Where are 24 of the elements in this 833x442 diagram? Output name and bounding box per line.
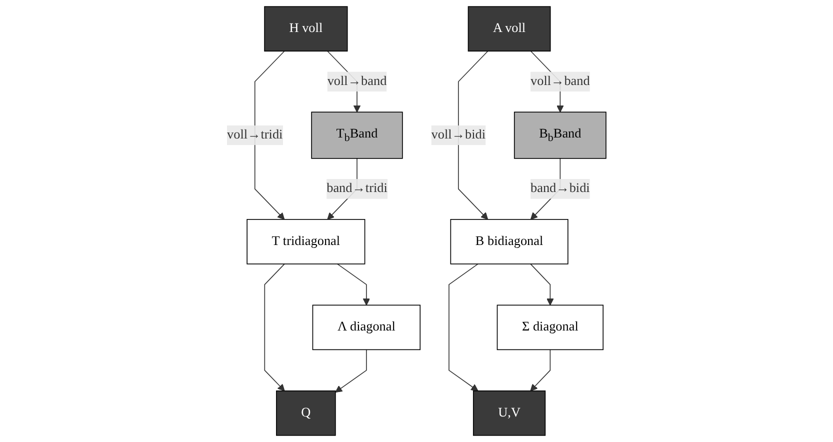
node-box: A voll xyxy=(468,6,551,52)
node-box: T tridiagonal xyxy=(246,219,366,264)
node-box: Σ diagonal xyxy=(496,304,604,350)
arrow xyxy=(335,349,367,393)
edge-label: voll→tridi xyxy=(227,128,283,142)
edge-label: voll→bidi xyxy=(431,128,486,142)
edge-label: band→bidi xyxy=(530,182,590,196)
node-box: T$_{b}$Band xyxy=(311,112,403,159)
arrow xyxy=(458,50,488,220)
node-box: B$_{b}$Band xyxy=(514,112,606,159)
node-box: Q xyxy=(276,390,336,436)
node-box: H voll xyxy=(264,6,348,52)
arrow xyxy=(448,264,478,392)
node-box: B bidiagonal xyxy=(450,219,568,264)
arrow xyxy=(530,264,554,306)
edge-label: voll→band xyxy=(327,74,387,88)
edge-label: voll→band xyxy=(530,74,590,88)
arrow xyxy=(530,349,551,392)
node-box: Λ diagonal xyxy=(312,304,421,350)
edge-label: band→tridi xyxy=(326,182,388,196)
arrow xyxy=(336,264,370,306)
arrow xyxy=(264,264,285,392)
arrow xyxy=(254,50,285,220)
node-box: U,V xyxy=(472,390,546,436)
